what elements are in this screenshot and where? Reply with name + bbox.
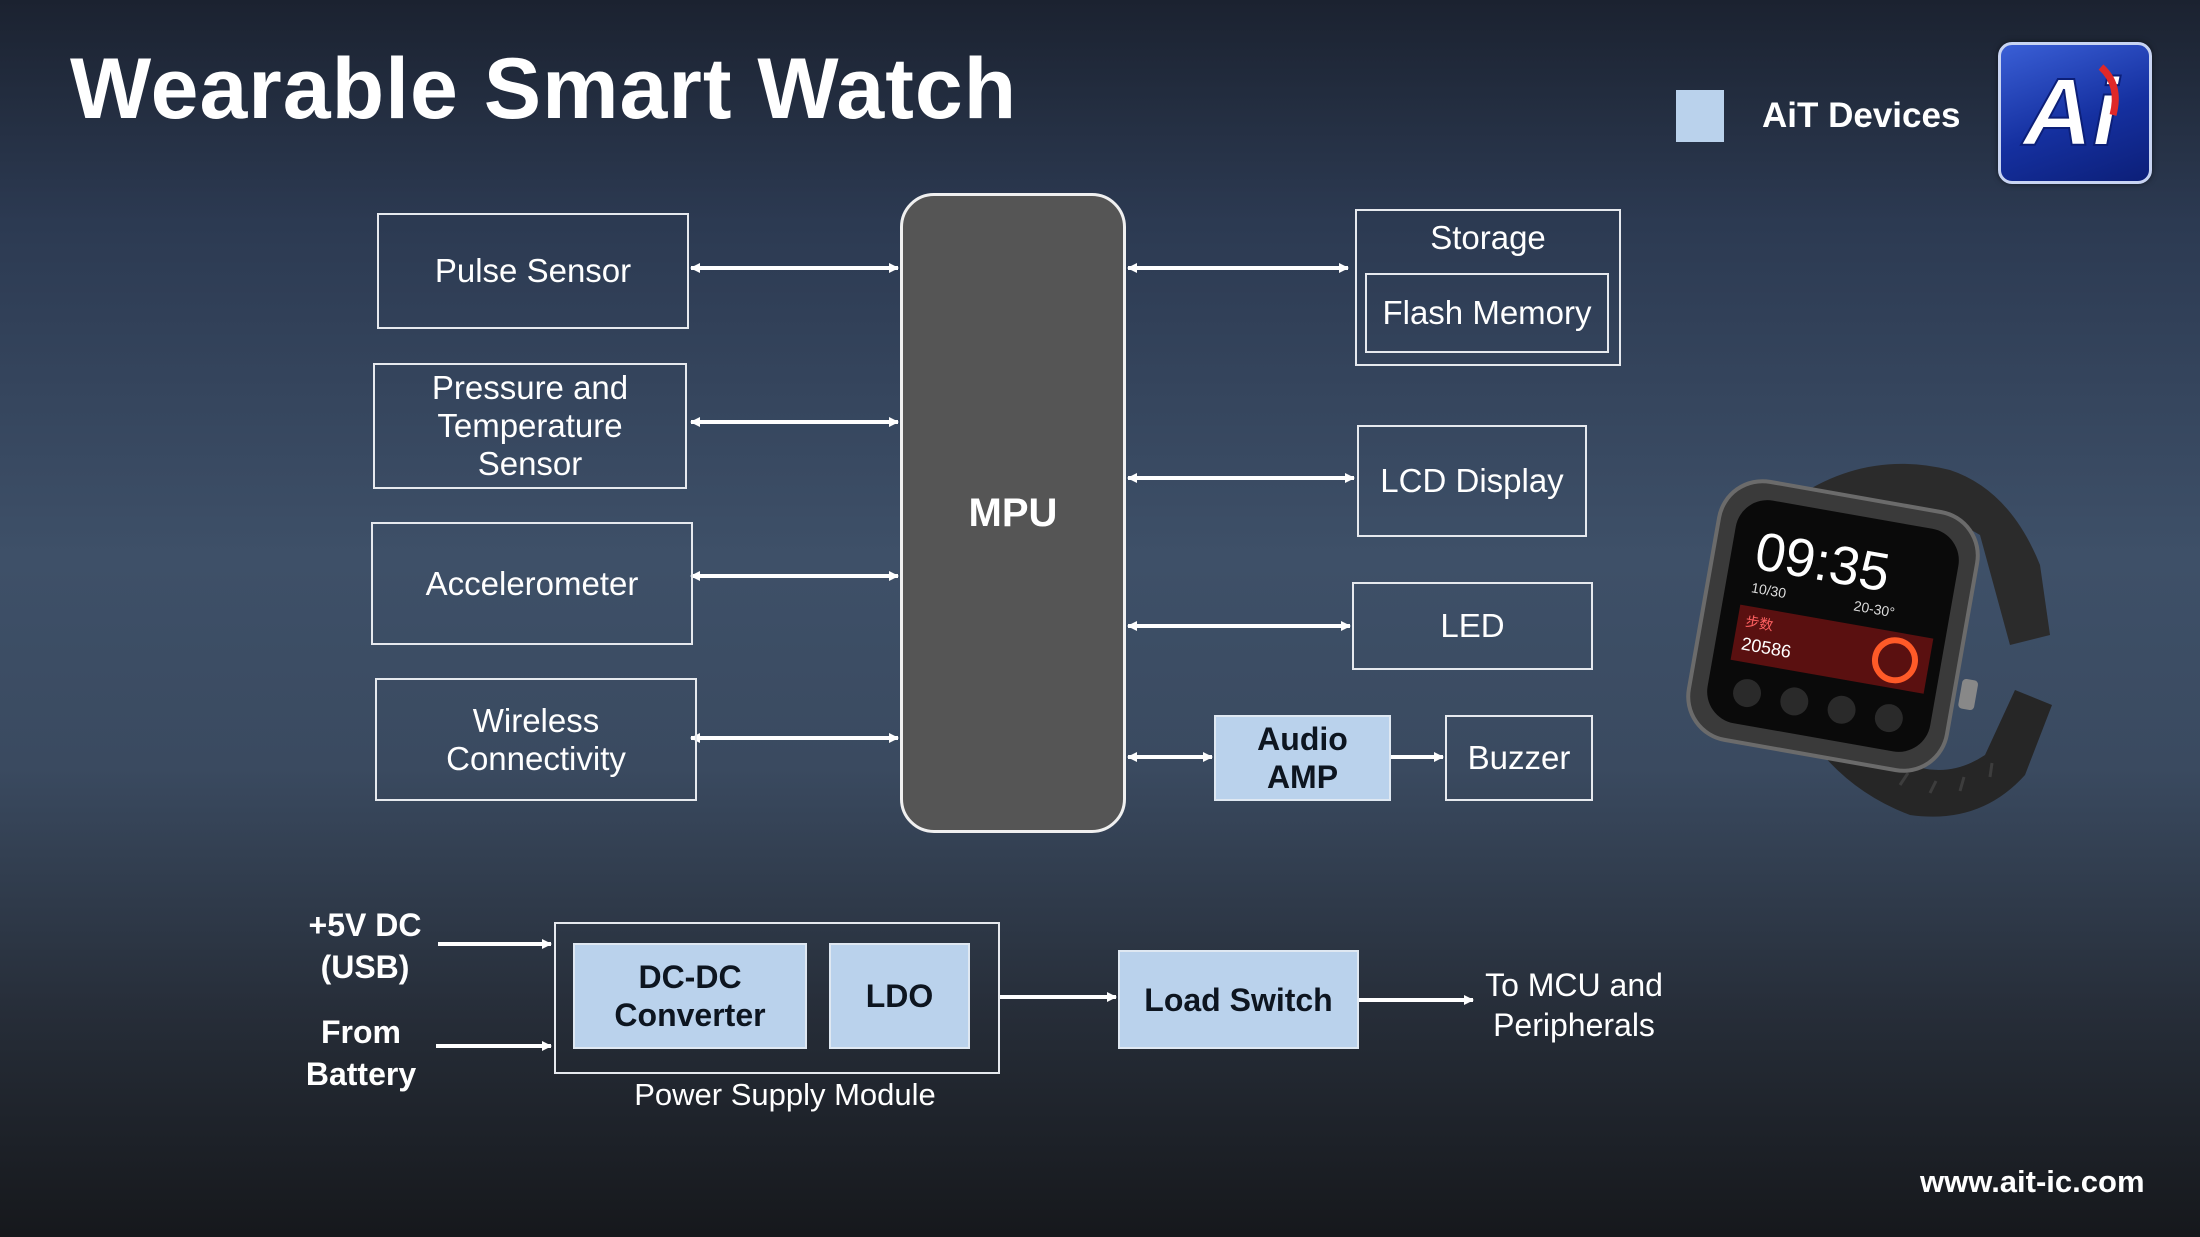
storage-block: Storage (1355, 209, 1621, 366)
accelerometer-block: Accelerometer (371, 522, 693, 645)
legend-label: AiT Devices (1762, 96, 1961, 135)
storage-label: Storage (1430, 219, 1546, 256)
ldo-label: LDO (865, 978, 934, 1014)
pulse-sensor-block: Pulse Sensor (377, 213, 689, 329)
flash-memory-label: Flash Memory (1382, 294, 1592, 331)
lcd-display-block: LCD Display (1357, 425, 1587, 537)
led-label: LED (1440, 607, 1505, 644)
battery-input-line-2: Battery (305, 1056, 417, 1092)
pressure-line-2: Temperature (437, 407, 623, 444)
pressure-temperature-sensor-block: Pressure and Temperature Sensor (373, 363, 687, 489)
buzzer-label: Buzzer (1467, 739, 1571, 776)
website-url: www.ait-ic.com (1920, 1164, 2145, 1199)
page-title: Wearable Smart Watch (70, 41, 1018, 137)
usb-input-line-1: +5V DC (308, 907, 422, 943)
dcdc-converter-block: DC-DC Converter (573, 943, 807, 1049)
pressure-line-3: Sensor (477, 445, 583, 482)
load-switch-block: Load Switch (1118, 950, 1359, 1049)
buzzer-block: Buzzer (1445, 715, 1593, 801)
svg-text:Ai: Ai (2021, 59, 2121, 166)
usb-input-line-2: (USB) (320, 949, 410, 985)
ldo-block: LDO (829, 943, 970, 1049)
power-supply-module-block (554, 922, 1000, 1074)
dcdc-line-1: DC-DC (638, 959, 742, 995)
battery-input-line-1: From (321, 1014, 401, 1050)
accelerometer-label: Accelerometer (425, 564, 639, 602)
wireless-line-2: Connectivity (446, 739, 626, 777)
smartwatch-image-icon: 09:35 10/30 20-30° 步数 20586 (1686, 463, 2052, 817)
audio-amp-line-2: AMP (1266, 759, 1339, 795)
wireless-connectivity-block: Wireless Connectivity (375, 678, 697, 801)
pressure-line-1: Pressure and (431, 369, 629, 406)
legend-swatch (1676, 90, 1724, 142)
mpu-block: MPU (900, 193, 1126, 833)
flash-memory-block: Flash Memory (1365, 273, 1609, 353)
output-line-2: Peripherals (1493, 1007, 1655, 1043)
usb-input-label: +5V DC (USB) (290, 904, 440, 988)
load-switch-label: Load Switch (1144, 981, 1333, 1018)
audio-amp-block: Audio AMP (1214, 715, 1391, 801)
dcdc-line-2: Converter (614, 997, 766, 1033)
mpu-label: MPU (968, 490, 1058, 535)
svg-text:10/30: 10/30 (1750, 579, 1787, 601)
led-block: LED (1352, 582, 1593, 670)
output-line-1: To MCU and (1485, 967, 1663, 1003)
svg-text:20-30°: 20-30° (1853, 597, 1897, 620)
lcd-display-label: LCD Display (1380, 462, 1564, 499)
power-supply-module-label: Power Supply Module (634, 1077, 936, 1112)
battery-input-label: From Battery (286, 1011, 436, 1095)
output-label: To MCU and Peripherals (1468, 965, 1680, 1045)
wireless-line-1: Wireless (472, 701, 600, 739)
ait-logo-icon: Ai (1998, 42, 2152, 184)
pulse-sensor-label: Pulse Sensor (434, 252, 632, 289)
svg-text:步数: 步数 (1744, 613, 1774, 634)
audio-amp-line-1: Audio (1257, 721, 1348, 757)
